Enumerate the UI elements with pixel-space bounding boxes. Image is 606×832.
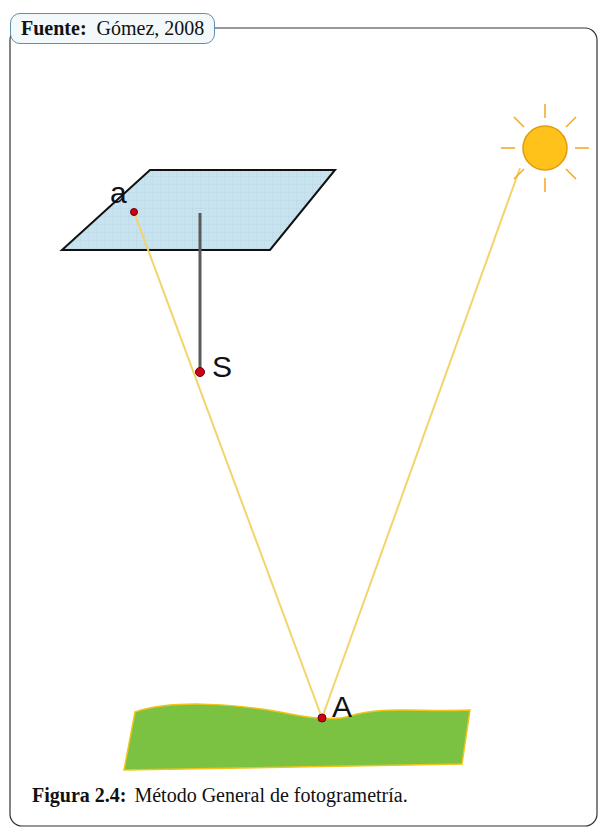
optical-axis	[199, 213, 202, 370]
figure-number: Figura 2.4:	[32, 784, 126, 807]
point-label: S	[212, 350, 232, 384]
point-label: A	[332, 690, 352, 724]
sun-symbol	[501, 104, 589, 192]
figure-frame	[10, 28, 597, 826]
terrain	[124, 704, 470, 770]
figure-caption: Figura 2.4: Método General de fotogrametr…	[32, 784, 408, 807]
source-heading: Fuente:	[21, 17, 87, 40]
points	[131, 209, 327, 723]
source-text: Gómez, 2008	[97, 17, 205, 40]
point-label: a	[110, 176, 127, 210]
light-rays	[134, 168, 520, 718]
caption-text: Método General de fotogrametría.	[134, 784, 407, 807]
source-tab: Fuente: Gómez, 2008	[10, 13, 215, 44]
